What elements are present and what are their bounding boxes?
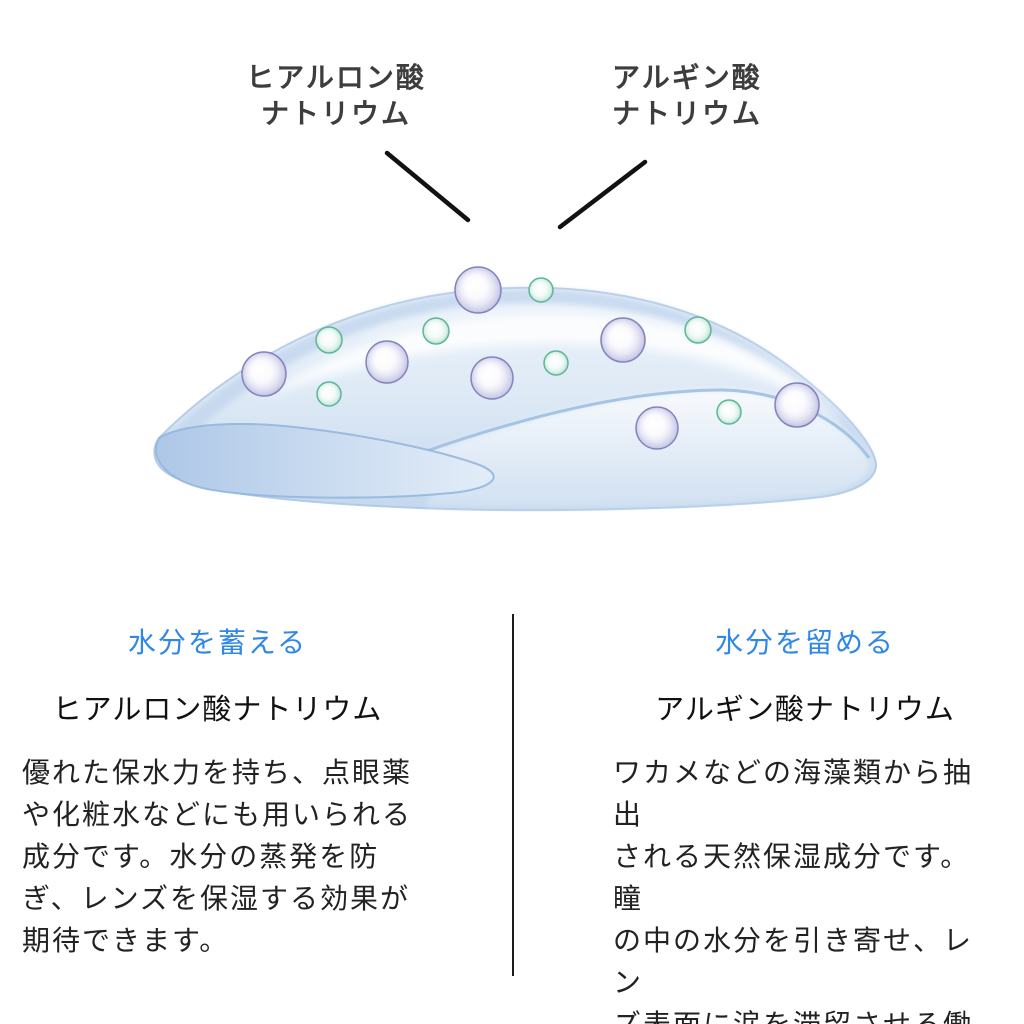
hyaluronate-droplet bbox=[241, 351, 287, 397]
callout-line-right bbox=[557, 159, 648, 230]
alginate-droplet bbox=[422, 317, 450, 345]
tagline-retain-moisture: 水分を留める bbox=[714, 627, 895, 658]
callout-label-hyaluronate: ヒアルロン酸 ナトリウム bbox=[246, 62, 426, 129]
hyaluronate-droplet bbox=[774, 382, 820, 428]
droplet-group bbox=[241, 266, 820, 450]
body-hyaluronate: 優れた保水力を持ち、点眼薬 や化粧水などにも用いられる 成分です。水分の蒸発を防… bbox=[22, 757, 413, 956]
alginate-droplet bbox=[543, 350, 569, 376]
lens-rim-line bbox=[417, 388, 871, 459]
hyaluronate-droplet bbox=[365, 340, 409, 384]
callout-line-left bbox=[384, 150, 471, 223]
hyaluronate-droplet bbox=[600, 317, 646, 363]
hyaluronate-droplet bbox=[635, 406, 679, 450]
alginate-droplet bbox=[684, 316, 712, 344]
alginate-droplet bbox=[315, 326, 343, 354]
lens-edge-loop bbox=[154, 422, 495, 499]
lens-top-shade bbox=[165, 288, 874, 458]
lens-lower-band bbox=[419, 390, 870, 509]
callout-label-alginate: アルギン酸 ナトリウム bbox=[612, 62, 763, 129]
hyaluronate-droplet bbox=[470, 356, 514, 400]
column-hyaluronate: 水分を蓄える ヒアルロン酸ナトリウム 優れた保水力を持ち、点眼薬 や化粧水などに… bbox=[10, 626, 425, 962]
alginate-droplet bbox=[528, 277, 554, 303]
title-hyaluronate: ヒアルロン酸ナトリウム bbox=[52, 694, 383, 726]
alginate-droplet bbox=[716, 399, 742, 425]
alginate-droplet bbox=[316, 381, 342, 407]
tagline-store-moisture: 水分を蓄える bbox=[127, 627, 308, 658]
column-alginate: 水分を留める アルギン酸ナトリウム ワカメなどの海藻類から抽出 される天然保湿成… bbox=[613, 626, 997, 1024]
hyaluronate-droplet bbox=[454, 266, 502, 314]
title-alginate: アルギン酸ナトリウム bbox=[655, 694, 955, 726]
body-alginate: ワカメなどの海藻類から抽出 される天然保湿成分です。瞳 の中の水分を引き寄せ、レ… bbox=[613, 757, 974, 1024]
column-divider bbox=[512, 614, 514, 976]
